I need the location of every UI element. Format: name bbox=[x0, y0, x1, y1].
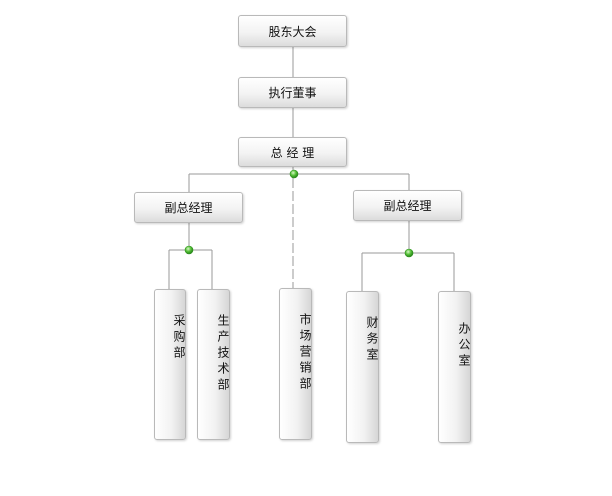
node-finance[interactable]: 财务室 bbox=[346, 291, 379, 443]
node-executive-director-label: 执行董事 bbox=[268, 86, 317, 100]
node-shareholders[interactable]: 股东大会 bbox=[238, 15, 347, 47]
node-executive-director[interactable]: 执行董事 bbox=[238, 77, 347, 108]
node-general-manager-label: 总 经 理 bbox=[270, 145, 315, 160]
junction-dot-deputy-right bbox=[404, 248, 414, 258]
node-purchasing[interactable]: 采购部 bbox=[154, 289, 186, 440]
node-office-label: 办公室 bbox=[457, 322, 471, 370]
node-production-label: 生产技术部 bbox=[216, 314, 230, 394]
node-deputy-gm-right-label: 副总经理 bbox=[383, 199, 432, 213]
junction-dot-gm bbox=[289, 169, 299, 179]
node-marketing[interactable]: 市场营销部 bbox=[279, 288, 312, 440]
node-marketing-label: 市场营销部 bbox=[298, 313, 312, 393]
node-deputy-gm-left-label: 副总经理 bbox=[164, 201, 213, 215]
node-deputy-gm-left[interactable]: 副总经理 bbox=[134, 192, 243, 223]
node-office[interactable]: 办公室 bbox=[438, 291, 471, 443]
node-deputy-gm-right[interactable]: 副总经理 bbox=[353, 190, 462, 221]
node-shareholders-label: 股东大会 bbox=[268, 24, 317, 39]
junction-dot-deputy-left bbox=[184, 245, 194, 255]
node-production[interactable]: 生产技术部 bbox=[197, 289, 230, 440]
node-finance-label: 财务室 bbox=[365, 316, 379, 364]
node-general-manager[interactable]: 总 经 理 bbox=[238, 137, 347, 167]
node-purchasing-label: 采购部 bbox=[172, 314, 186, 362]
